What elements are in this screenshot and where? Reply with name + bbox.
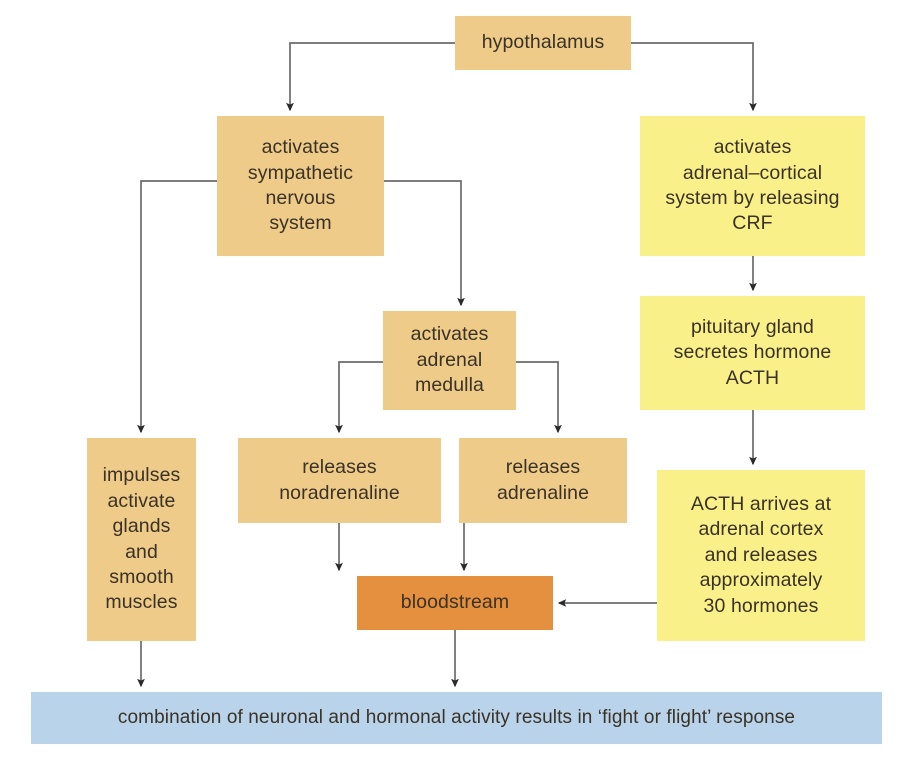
connector-hypothalamus-to-adrenal-cortical — [631, 42, 757, 112]
connector-hypothalamus-to-sympathetic — [286, 42, 455, 112]
node-hypothalamus[interactable]: hypothalamus — [455, 16, 631, 70]
node-noradrenaline[interactable]: releases noradrenaline — [238, 438, 441, 523]
connector-adrenal-medulla-to-noradrenaline — [335, 361, 383, 434]
node-sympathetic[interactable]: activates sympathetic nervous system — [217, 116, 384, 256]
node-adrenaline[interactable]: releases adrenaline — [459, 438, 627, 523]
node-impulses[interactable]: impulses activate glands and smooth musc… — [87, 438, 196, 641]
connector-sympathetic-to-impulses — [137, 180, 217, 434]
connector-sympathetic-to-adrenal-medulla — [384, 180, 465, 307]
connector-adrenal-medulla-to-adrenaline — [516, 361, 562, 434]
node-acth-cortex[interactable]: ACTH arrives at adrenal cortex and relea… — [657, 470, 865, 641]
node-adrenal-cortical[interactable]: activates adrenal–cortical system by rel… — [640, 116, 865, 256]
node-bloodstream[interactable]: bloodstream — [357, 576, 553, 630]
node-pituitary[interactable]: pituitary gland secretes hormone ACTH — [640, 296, 865, 410]
node-fight-or-flight[interactable]: combination of neuronal and hormonal act… — [31, 692, 882, 744]
node-adrenal-medulla[interactable]: activates adrenal medulla — [383, 311, 516, 410]
